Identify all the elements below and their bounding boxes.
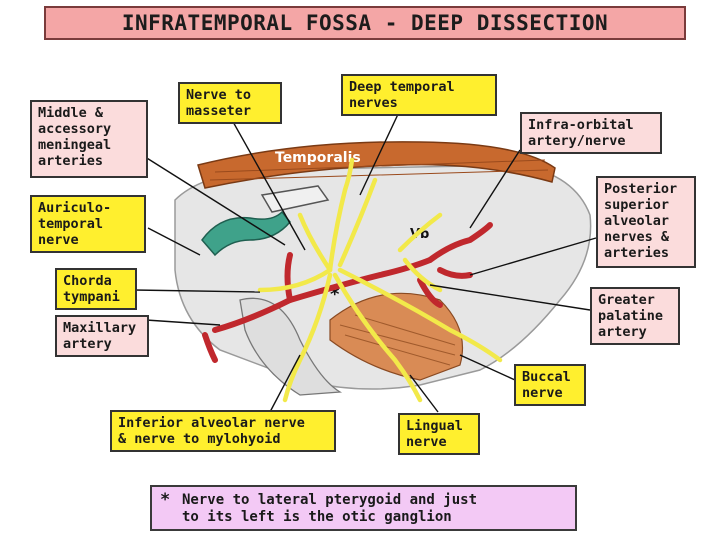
label-lingual-nerve: Lingual nerve	[398, 413, 480, 455]
label-middle-accessory-meningeal: Middle & accessory meningeal arteries	[30, 100, 148, 178]
deep-temporal-nerve	[327, 157, 355, 273]
page-title: INFRATEMPORAL FOSSA - DEEP DISSECTION	[121, 11, 609, 35]
nerves	[257, 157, 503, 403]
title-banner: INFRATEMPORAL FOSSA - DEEP DISSECTION	[44, 6, 686, 40]
buccal-nerve-vessel	[337, 267, 503, 363]
label-buccal-nerve: Buccal nerve	[514, 364, 586, 406]
footnote-asterisk: *	[160, 490, 171, 510]
asterisk-marker: *	[330, 284, 340, 305]
label-auriculo-temporal: Auriculo- temporal nerve	[30, 195, 146, 253]
label-infra-orbital: Infra-orbital artery/nerve	[520, 112, 662, 154]
inferior-alveolar-vessel	[282, 272, 333, 403]
temporalis-label: Temporalis	[275, 150, 361, 166]
label-nerve-to-masseter: Nerve to masseter	[178, 82, 282, 124]
label-inferior-alveolar: Inferior alveolar nerve & nerve to myloh…	[110, 410, 336, 452]
footnote-box: * Nerve to lateral pterygoid and just to…	[150, 485, 577, 531]
footnote-text: Nerve to lateral pterygoid and just to i…	[182, 492, 478, 525]
lingual-nerve-vessel	[332, 272, 423, 403]
label-chorda-tympani: Chorda tympani	[55, 268, 137, 310]
label-maxillary-artery: Maxillary artery	[55, 315, 149, 357]
zygomatic-arch	[260, 185, 330, 213]
label-deep-temporal-nerves: Deep temporal nerves	[341, 74, 497, 116]
temporalis-muscle	[197, 141, 556, 189]
label-posterior-superior-alveolar: Posterior superior alveolar nerves & art…	[596, 176, 696, 268]
pointer-lines	[133, 109, 597, 413]
label-greater-palatine: Greater palatine artery	[590, 287, 680, 345]
